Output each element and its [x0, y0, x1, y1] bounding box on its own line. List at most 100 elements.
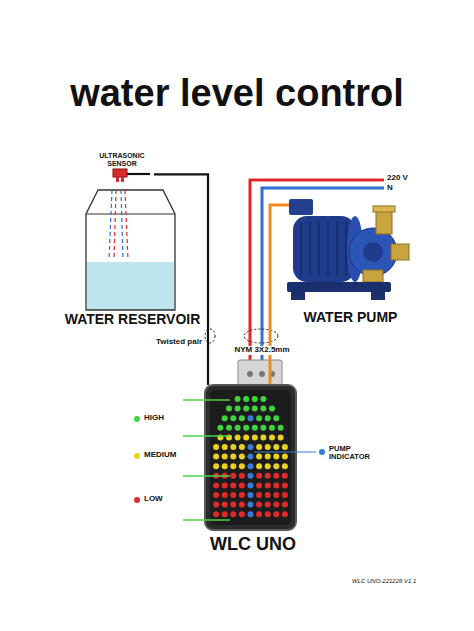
drawing-part [114, 190, 116, 260]
drawing-part [282, 463, 288, 469]
neutral-wire [262, 188, 384, 362]
drawing-part [183, 519, 230, 521]
drawing-part [282, 473, 288, 479]
drawing-part [230, 511, 236, 517]
drawing-part [273, 511, 279, 517]
drawing-part [86, 190, 175, 310]
drawing-part [391, 244, 409, 260]
terminal-screw [247, 371, 253, 377]
drawing-part [309, 222, 311, 276]
drawing-part [256, 454, 262, 460]
controller-box-art [198, 385, 304, 531]
drawing-part [217, 425, 223, 431]
drawing-part [256, 511, 262, 517]
drawing-part [239, 502, 245, 508]
reservoir-label: WATER RESERVOIR [48, 312, 217, 327]
water-pump-art [281, 196, 416, 310]
drawing-part [327, 222, 329, 276]
drawing-part [222, 454, 228, 460]
water-pump: WATER PUMP [281, 196, 420, 325]
drawing-part [282, 482, 288, 488]
water-reservoir-art [48, 186, 213, 312]
drawing-part [256, 482, 262, 488]
drawing-part [113, 169, 127, 177]
drawing-part [239, 415, 245, 421]
drawing-part [278, 425, 284, 431]
drawing-part [273, 492, 279, 498]
drawing-part [243, 406, 249, 412]
drawing-part [243, 434, 249, 440]
drawing-part [87, 262, 174, 310]
drawing-part [273, 502, 279, 508]
drawing-part [252, 396, 258, 402]
drawing-part [273, 444, 279, 450]
drawing-part [235, 396, 241, 402]
drawing-part [210, 390, 291, 525]
wire-connector [270, 205, 281, 385]
drawing-part [222, 511, 228, 517]
drawing-part [287, 282, 391, 292]
drawing-part [222, 492, 228, 498]
drawing-part [125, 190, 128, 260]
drawing-part [256, 473, 262, 479]
drawing-part [222, 482, 228, 488]
drawing-part [282, 492, 288, 498]
cable-label: Twisted pair [146, 338, 202, 347]
cable-marker [244, 329, 278, 343]
level-label: MEDIUM [144, 451, 184, 460]
sensor-label: ULTRASONIC SENSOR [90, 152, 154, 167]
drawing-part [256, 502, 262, 508]
drawing-part [213, 463, 219, 469]
drawing-part [183, 475, 230, 477]
terminal-block [238, 360, 282, 386]
drawing-part [235, 425, 241, 431]
drawing-part [248, 463, 254, 469]
drawing-part [252, 434, 258, 440]
drawing-part [273, 463, 279, 469]
drawing-part [282, 502, 288, 508]
drawing-part [230, 502, 236, 508]
drawing-part [256, 415, 262, 421]
drawing-part [213, 492, 219, 498]
pump-label: WATER PUMP [281, 310, 420, 325]
drawing-part [265, 463, 271, 469]
drawing-part [293, 216, 355, 282]
cable-marker [205, 329, 215, 343]
drawing-part [205, 385, 296, 530]
drawing-part [373, 206, 395, 212]
drawing-part [183, 399, 230, 401]
drawing-part [121, 190, 123, 260]
drawing-part [291, 292, 305, 300]
drawing-part [239, 463, 245, 469]
drawing-part [265, 444, 271, 450]
medium-dot [134, 453, 140, 459]
ultrasonic-sensor: ULTRASONIC SENSOR [90, 152, 154, 183]
drawing-part [269, 406, 275, 412]
drawing-part [265, 482, 271, 488]
drawing-part [282, 444, 288, 450]
drawing-part [300, 222, 302, 276]
neutral-label: N [387, 184, 407, 193]
high-dot [134, 416, 140, 422]
drawing-part [278, 434, 284, 440]
drawing-part [265, 473, 271, 479]
title-text: water level control [0, 74, 474, 112]
drawing-part [213, 444, 219, 450]
drawing-part [116, 177, 119, 182]
drawing-part [213, 482, 219, 488]
drawing-part [260, 434, 266, 440]
drawing-part [256, 444, 262, 450]
drawing-part [239, 482, 245, 488]
drawing-part [230, 444, 236, 450]
drawing-part [256, 463, 262, 469]
drawing-part [243, 396, 249, 402]
drawing-part [260, 396, 266, 402]
drawing-part [252, 406, 258, 412]
drawing-part [260, 406, 266, 412]
drawing-part [265, 511, 271, 517]
level-label: LOW [144, 495, 184, 504]
drawing-part [282, 511, 288, 517]
drawing-part [265, 454, 271, 460]
drawing-part [230, 482, 236, 488]
model-number: WLC UNO-221226 V1.1 [352, 578, 442, 585]
